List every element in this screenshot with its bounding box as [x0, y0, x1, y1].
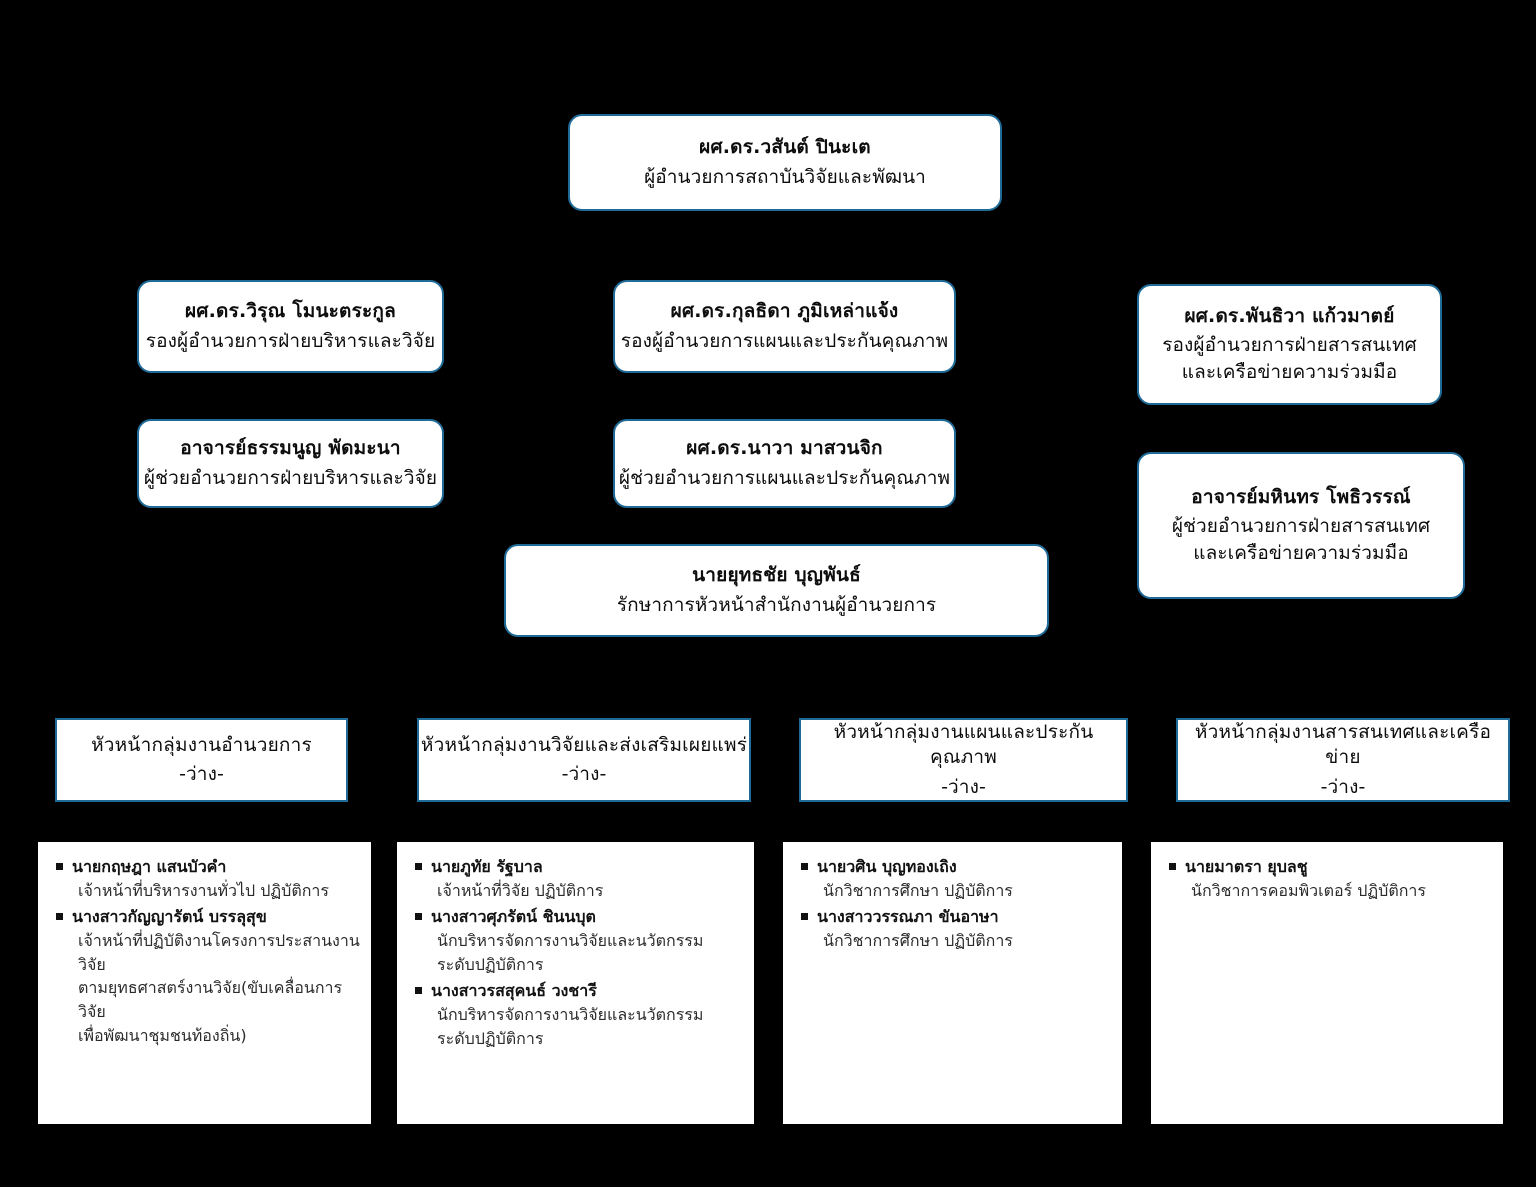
bullet-square-icon	[56, 913, 63, 921]
staff-name: นายกฤษฎา แสนบัวคำ	[72, 857, 227, 876]
list-item[interactable]: นางสาวรสสุคนธ์ วงชารี นักบริหารจัดการงาน…	[411, 980, 744, 1050]
bullet-square-icon	[415, 913, 422, 921]
assistant-role-1-line-1: ผู้ช่วยอำนวยการฝ่ายบริหารและวิจัย	[143, 466, 438, 489]
bullet-square-icon	[415, 863, 422, 870]
deputy-box-administration-research[interactable]: ผศ.ดร.วิรุณ โมนะตระกูล รองผู้อำนวยการฝ่า…	[137, 280, 444, 373]
unit-holder-1: -ว่าง-	[179, 763, 224, 785]
staff-name: นายมาตรา ยุบลชู	[1185, 857, 1308, 876]
staff-role: นักบริหารจัดการงานวิจัยและนวัตกรรม	[437, 931, 704, 951]
staff-panel-planning-quality: นายวศิน บุญทองเถิง นักวิชาการศึกษา ปฏิบั…	[783, 842, 1122, 1124]
staff-name: นายภูทัย รัฐบาล	[431, 857, 543, 876]
unit-title-4: หัวหน้ากลุ่มงานสารสนเทศและเครือข่าย	[1194, 720, 1492, 769]
unit-head-box-information-network[interactable]: หัวหน้ากลุ่มงานสารสนเทศและเครือข่าย -ว่า…	[1176, 718, 1510, 802]
list-item[interactable]: นางสาววรรณภา ขันอาษา นักวิชาการศึกษา ปฏิ…	[797, 906, 1112, 952]
staff-role: นักวิชาการศึกษา ปฏิบัติการ	[823, 880, 1013, 900]
staff-panel-information-network: นายมาตรา ยุบลชู นักวิชาการคอมพิวเตอร์ ปฏ…	[1151, 842, 1503, 1124]
assistant-box-planning-quality[interactable]: ผศ.ดร.นาวา มาสวนจิก ผู้ช่วยอำนวยการแผนแล…	[613, 419, 956, 508]
staff-panel-research-dissemination: นายภูทัย รัฐบาล เจ้าหน้าที่วิจัย ปฏิบัติ…	[397, 842, 754, 1124]
list-item[interactable]: นางสาวกัญญารัตน์ บรรลุสุข เจ้าหน้าที่ปฏิ…	[52, 906, 361, 1047]
assistant-name-1: อาจารย์ธรรมนูญ พัดมะนา	[180, 437, 401, 460]
office-head-role: รักษาการหัวหน้าสำนักงานผู้อำนวยการ	[616, 593, 937, 616]
unit-holder-2: -ว่าง-	[561, 763, 607, 785]
unit-head-box-planning-quality[interactable]: หัวหน้ากลุ่มงานแผนและประกันคุณภาพ -ว่าง-	[799, 718, 1128, 802]
assistant-box-administration-research[interactable]: อาจารย์ธรรมนูญ พัดมะนา ผู้ช่วยอำนวยการฝ่…	[137, 419, 444, 508]
staff-name: นายวศิน บุญทองเถิง	[817, 857, 957, 876]
deputy-box-information-network[interactable]: ผศ.ดร.พันธิวา แก้วมาตย์ รองผู้อำนวยการฝ่…	[1137, 284, 1442, 405]
staff-role: ตามยุทธศาสตร์งานวิจัย(ขับเคลื่อนการวิจัย	[78, 978, 343, 1022]
office-head-box[interactable]: นายยุทธชัย บุญพันธ์ รักษาการหัวหน้าสำนัก…	[504, 544, 1049, 637]
deputy-name-2: ผศ.ดร.กุลธิดา ภูมิเหล่าแจ้ง	[670, 300, 899, 323]
deputy-role-3-line-1: รองผู้อำนวยการฝ่ายสารสนเทศ	[1162, 334, 1417, 357]
bullet-square-icon	[1169, 863, 1176, 870]
list-item[interactable]: นายมาตรา ยุบลชู นักวิชาการคอมพิวเตอร์ ปฏ…	[1165, 856, 1493, 902]
deputy-role-1-line-1: รองผู้อำนวยการฝ่ายบริหารและวิจัย	[145, 329, 436, 352]
bullet-square-icon	[801, 913, 808, 921]
unit-holder-3: -ว่าง-	[941, 775, 986, 798]
assistant-role-3-line-2: และเครือข่ายความร่วมมือ	[1193, 541, 1409, 564]
deputy-box-planning-quality[interactable]: ผศ.ดร.กุลธิดา ภูมิเหล่าแจ้ง รองผู้อำนวยก…	[613, 280, 956, 373]
staff-role: เจ้าหน้าที่บริหารงานทั่วไป ปฏิบัติการ	[78, 880, 329, 900]
staff-list-4: นายมาตรา ยุบลชู นักวิชาการคอมพิวเตอร์ ปฏ…	[1165, 856, 1493, 902]
list-item[interactable]: นางสาวศุภรัตน์ ชินนบุต นักบริหารจัดการงา…	[411, 906, 744, 976]
staff-role: นักบริหารจัดการงานวิจัยและนวัตกรรม	[437, 1005, 704, 1025]
connector-director-down	[786, 209, 789, 279]
unit-holder-4: -ว่าง-	[1320, 775, 1366, 798]
staff-name: นางสาวกัญญารัตน์ บรรลุสุข	[72, 907, 267, 927]
unit-title-2: หัวหน้ากลุ่มงานวิจัยและส่งเสริมเผยแพร่	[420, 733, 748, 756]
list-item[interactable]: นายกฤษฎา แสนบัวคำ เจ้าหน้าที่บริหารงานทั…	[52, 856, 361, 902]
assistant-role-2-line-1: ผู้ช่วยอำนวยการแผนและประกันคุณภาพ	[618, 466, 951, 489]
deputy-role-2-line-1: รองผู้อำนวยการแผนและประกันคุณภาพ	[620, 329, 949, 352]
unit-title-3: หัวหน้ากลุ่มงานแผนและประกันคุณภาพ	[833, 720, 1094, 769]
staff-role: เจ้าหน้าที่ปฏิบัติงานโครงการประสานงานวิจ…	[78, 931, 360, 974]
staff-role: นักวิชาการคอมพิวเตอร์ ปฏิบัติการ	[1191, 880, 1426, 900]
assistant-box-information-network[interactable]: อาจารย์มหินทร โพธิวรรณ์ ผู้ช่วยอำนวยการฝ…	[1137, 452, 1465, 599]
assistant-role-3-line-1: ผู้ช่วยอำนวยการฝ่ายสารสนเทศ	[1171, 515, 1431, 538]
staff-name: นางสาววรรณภา ขันอาษา	[817, 907, 999, 927]
director-box[interactable]: ผศ.ดร.วสันต์ ปินะเต ผู้อำนวยการสถาบันวิจ…	[568, 114, 1002, 211]
deputy-role-3-line-2: และเครือข่ายความร่วมมือ	[1181, 360, 1398, 383]
deputy-name-3: ผศ.ดร.พันธิวา แก้วมาตย์	[1184, 304, 1395, 327]
staff-list-3: นายวศิน บุญทองเถิง นักวิชาการศึกษา ปฏิบั…	[797, 856, 1112, 953]
staff-list-2: นายภูทัย รัฐบาล เจ้าหน้าที่วิจัย ปฏิบัติ…	[411, 856, 744, 1051]
bullet-square-icon	[56, 863, 63, 870]
bullet-square-icon	[801, 863, 808, 870]
list-item[interactable]: นายภูทัย รัฐบาล เจ้าหน้าที่วิจัย ปฏิบัติ…	[411, 856, 744, 902]
director-role: ผู้อำนวยการสถาบันวิจัยและพัฒนา	[644, 165, 926, 188]
unit-head-box-administration[interactable]: หัวหน้ากลุ่มงานอำนวยการ -ว่าง-	[55, 718, 348, 802]
list-item[interactable]: นายวศิน บุญทองเถิง นักวิชาการศึกษา ปฏิบั…	[797, 856, 1112, 902]
staff-panel-administration: นายกฤษฎา แสนบัวคำ เจ้าหน้าที่บริหารงานทั…	[38, 842, 371, 1124]
staff-role: เจ้าหน้าที่วิจัย ปฏิบัติการ	[437, 880, 604, 900]
staff-role: ระดับปฏิบัติการ	[437, 1028, 544, 1048]
staff-list-1: นายกฤษฎา แสนบัวคำ เจ้าหน้าที่บริหารงานทั…	[52, 856, 361, 1047]
assistant-name-3: อาจารย์มหินทร โพธิวรรณ์	[1191, 485, 1411, 508]
connector-mid-vertical	[786, 375, 789, 419]
office-head-name: นายยุทธชัย บุญพันธ์	[692, 564, 861, 587]
staff-role: ระดับปฏิบัติการ	[437, 954, 544, 974]
staff-role: เพื่อพัฒนาชุมชนท้องถิ่น)	[78, 1025, 247, 1045]
staff-role: นักวิชาการศึกษา ปฏิบัติการ	[823, 931, 1013, 951]
deputy-name-1: ผศ.ดร.วิรุณ โมนะตระกูล	[185, 300, 396, 323]
staff-name: นางสาวรสสุคนธ์ วงชารี	[431, 981, 597, 1001]
assistant-name-2: ผศ.ดร.นาวา มาสวนจิก	[686, 437, 883, 460]
unit-head-box-research-dissemination[interactable]: หัวหน้ากลุ่มงานวิจัยและส่งเสริมเผยแพร่ -…	[417, 718, 751, 802]
staff-name: นางสาวศุภรัตน์ ชินนบุต	[431, 907, 596, 927]
director-name: ผศ.ดร.วสันต์ ปินะเต	[699, 136, 871, 159]
bullet-square-icon	[415, 987, 422, 995]
unit-title-1: หัวหน้ากลุ่มงานอำนวยการ	[91, 733, 312, 756]
